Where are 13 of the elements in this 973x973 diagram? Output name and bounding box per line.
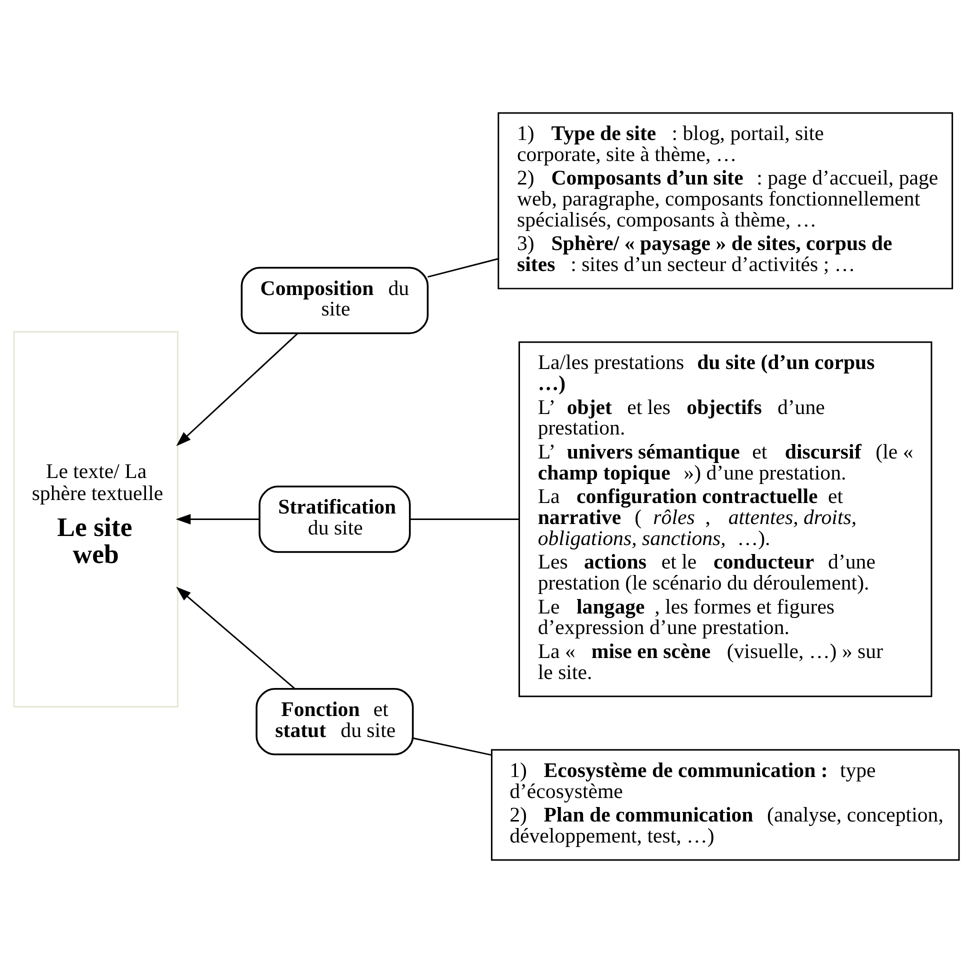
connector — [410, 518, 519, 520]
node-box: Composition du site — [240, 266, 429, 334]
node-box: Fonction et statut du site — [256, 688, 414, 756]
node-box: Stratification du site — [258, 486, 411, 553]
node-box: Le texte/ La sphère textuelle Le site web — [13, 330, 178, 708]
connector — [428, 258, 499, 278]
node-box: La/les prestations du site (d’un corpus …) L’objet et les objectifs d’une prestation. L’univers sémantique et discursif (le « champ topique ») d’une prestation. La configuration contractuelle et narrative (rôles, attentes, droits, obligations, sanctions, …). Les actions et le conducteur d’une prestation (le scénario du déroulement). Le langage, les formes et figures d’expression d’une prestation. La « mise en scène (visuelle, …) » sur le site. — [518, 341, 932, 698]
node-box: 1) Type de site : blog, portail, site corporate, site à thème, … 2) Composants d’un site : page d’accueil, page web, paragraphe, composants fonctionnellement spécialisés, composants à thème, … 3) Sphère/ « paysage » de sites, corpus de sites : sites d’un secteur d’activités ; … — [498, 112, 954, 290]
node-box: 1) Ecosystème de communication : type d’écosystème 2) Plan de communication (analyse, conception, développement, test, …) — [490, 749, 960, 861]
arrow — [176, 586, 296, 690]
arrow — [176, 514, 260, 524]
arrow — [176, 332, 298, 446]
connector — [412, 737, 492, 756]
